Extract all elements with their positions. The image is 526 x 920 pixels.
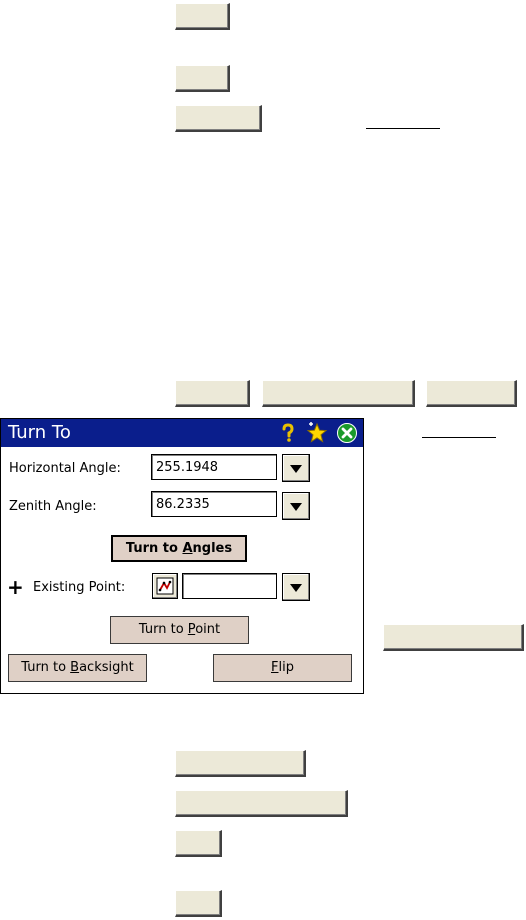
background-box-3 (175, 105, 262, 132)
flip-button[interactable]: Flip (213, 654, 352, 682)
turn-to-dialog: Turn To Horizontal Angle: 255.1948 Zenit… (0, 418, 364, 694)
horizontal-angle-dropdown[interactable] (282, 454, 310, 482)
point-picker-icon (156, 577, 174, 595)
background-underline-1 (366, 128, 440, 129)
zenith-angle-label: Zenith Angle: (9, 499, 97, 514)
title-bar: Turn To (1, 419, 363, 447)
dropdown-arrow-icon (290, 465, 302, 473)
background-box-6 (426, 380, 517, 407)
turn-to-point-label-pre: Turn to (138, 622, 188, 637)
zenith-angle-input[interactable]: 86.2335 (151, 491, 277, 517)
background-box-1 (175, 3, 230, 30)
turn-to-backsight-button[interactable]: Turn to Backsight (8, 654, 147, 682)
existing-point-dropdown[interactable] (282, 573, 310, 601)
dialog-title: Turn To (8, 422, 71, 443)
existing-point-input[interactable] (182, 573, 277, 599)
dropdown-arrow-icon (290, 584, 302, 592)
favorite-star-icon[interactable] (306, 422, 328, 444)
zenith-angle-dropdown[interactable] (282, 492, 310, 520)
background-box-7 (383, 624, 524, 651)
expand-plus-icon[interactable]: + (7, 575, 24, 599)
turn-to-point-button[interactable]: Turn to Point (110, 616, 249, 644)
turn-to-backsight-label-accel: B (70, 660, 80, 675)
background-box-11 (175, 890, 222, 917)
existing-point-label: Existing Point: (33, 580, 126, 595)
turn-to-angles-label-post: ngles (192, 541, 233, 556)
flip-label-accel: F (271, 660, 279, 675)
turn-to-backsight-label-post: acksight (79, 660, 134, 675)
turn-to-angles-label-accel: A (182, 541, 193, 556)
dropdown-arrow-icon (290, 503, 302, 511)
turn-to-point-label-accel: P (187, 622, 196, 637)
point-picker-button[interactable] (152, 573, 178, 599)
close-icon[interactable] (336, 422, 358, 444)
turn-to-angles-label-pre: Turn to (125, 541, 183, 556)
background-box-4 (175, 380, 250, 407)
background-box-2 (175, 65, 230, 92)
turn-to-backsight-label-pre: Turn to (21, 660, 71, 675)
turn-to-angles-button[interactable]: Turn to Angles (111, 535, 247, 562)
background-box-9 (175, 790, 348, 817)
horizontal-angle-input[interactable]: 255.1948 (151, 454, 277, 480)
background-box-5 (262, 380, 415, 407)
turn-to-point-label-post: oint (195, 622, 221, 637)
flip-label-post: lip (278, 660, 294, 675)
background-box-10 (175, 830, 222, 857)
horizontal-angle-label: Horizontal Angle: (9, 461, 121, 476)
help-icon[interactable] (277, 422, 299, 444)
background-box-8 (175, 750, 306, 777)
background-underline-2 (422, 437, 496, 438)
